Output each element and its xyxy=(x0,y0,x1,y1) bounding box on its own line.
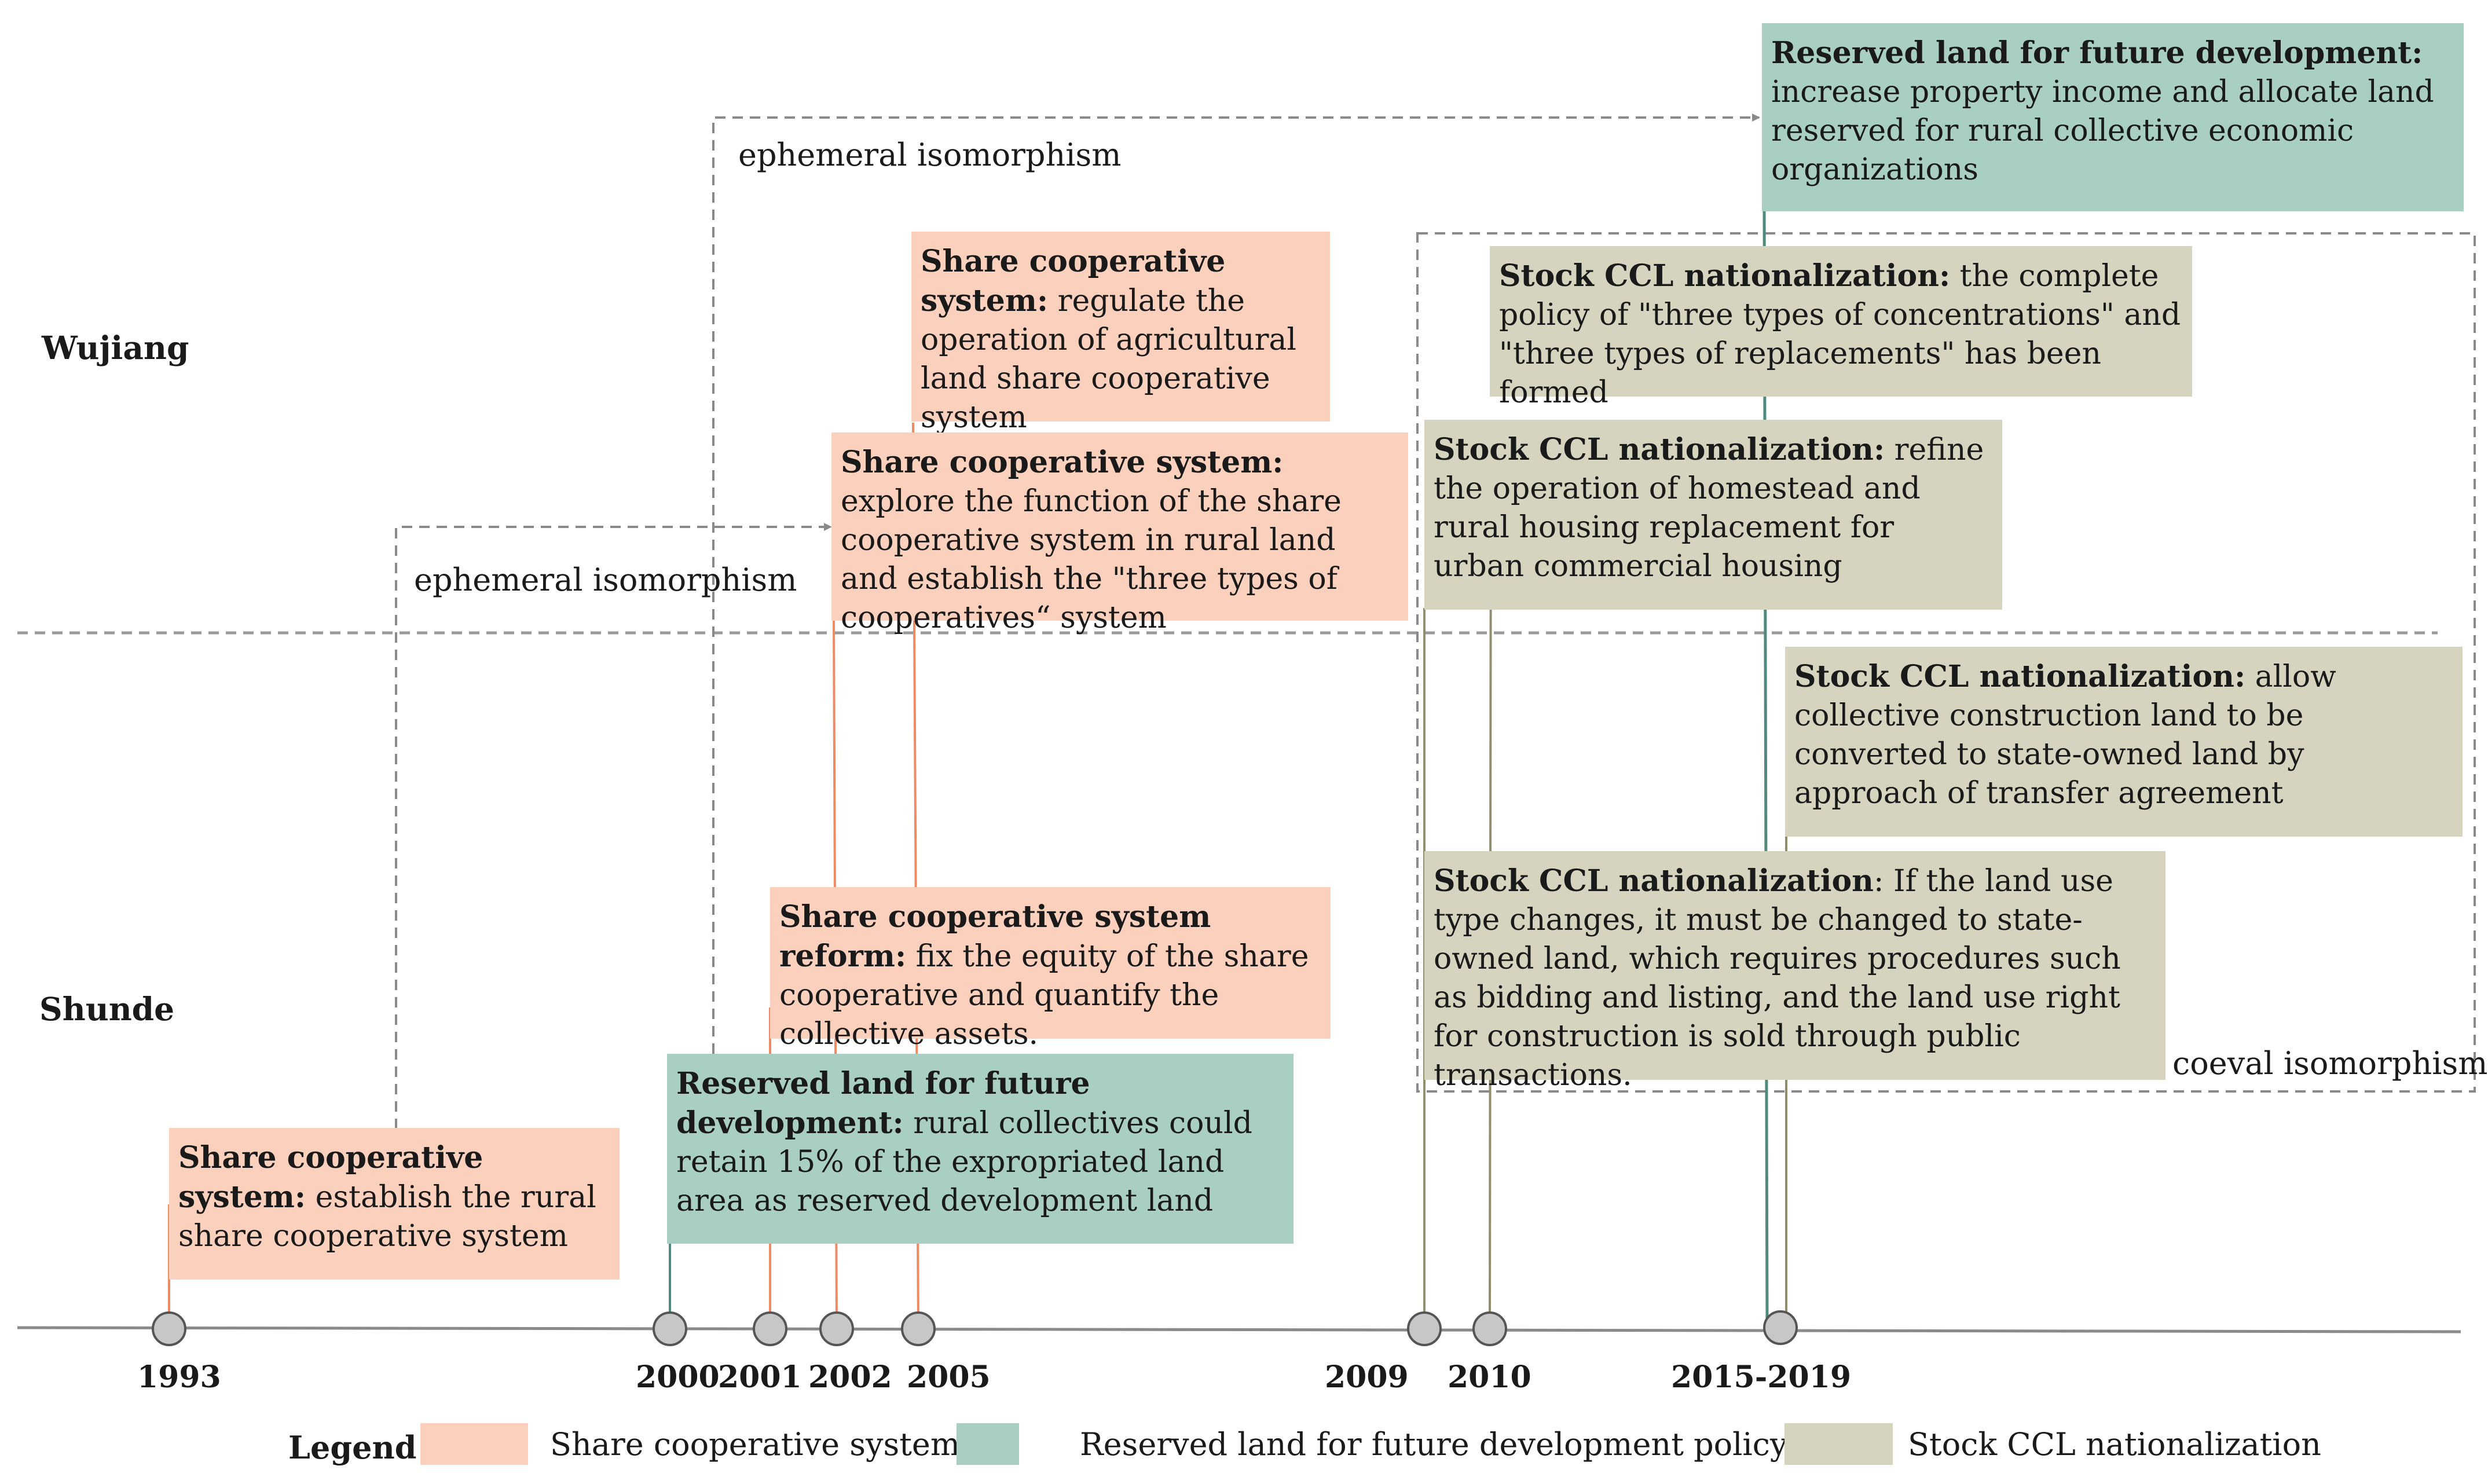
share-coop-wujiang-2002-box: Share cooperative system: explore the fu… xyxy=(831,433,1408,635)
box-title: Stock CCL nationalization xyxy=(1434,863,1874,899)
box-title: Share cooperative system reform: xyxy=(779,899,1211,974)
stock-ccl-wujiang-2009-box: Stock CCL nationalization: refine the op… xyxy=(1424,420,2002,610)
year-label-2002: 2002 xyxy=(808,1360,892,1395)
reserved-land-shunde-2000-box: Reserved land for future development: ru… xyxy=(667,1054,1294,1244)
year-label-2015-2019: 2015-2019 xyxy=(1671,1360,1852,1395)
legend-label-share: Share cooperative system xyxy=(550,1426,961,1463)
box-title: Share cooperative system: xyxy=(178,1140,483,1215)
box-text: allow collective construction land to be… xyxy=(1794,659,2336,811)
legend-label-reserved: Reserved land for future development pol… xyxy=(1080,1426,1788,1463)
legend-label-stock: Stock CCL nationalization xyxy=(1908,1426,2321,1463)
legend-swatch-share xyxy=(420,1423,528,1465)
coeval-label: coeval isomorphism xyxy=(2172,1045,2488,1082)
legend-swatch-reserved xyxy=(957,1423,1019,1465)
stock-ccl-wujiang-2010-box: Stock CCL nationalization: the complete … xyxy=(1490,246,2192,410)
ephemeral-arrow-mid xyxy=(395,523,832,1129)
node-2001 xyxy=(753,1311,787,1346)
ephemeral-arrow-top xyxy=(712,113,1760,1089)
year-label-2000: 2000 xyxy=(636,1360,720,1395)
share-coop-shunde-1993-box: Share cooperative system: establish the … xyxy=(169,1128,620,1280)
box-text: : If the land use type changes, it must … xyxy=(1434,864,2121,1093)
box-text: explore the function of the share cooper… xyxy=(841,484,1342,635)
box-title: Reserved land for future development: xyxy=(1771,35,2423,71)
stock-ccl-shunde-2009-box: Stock CCL nationalization: If the land u… xyxy=(1424,851,2165,1093)
node-2009 xyxy=(1407,1311,1442,1346)
node-2002 xyxy=(819,1311,854,1346)
share-coop-wujiang-2005-box: Share cooperative system: regulate the o… xyxy=(911,232,1330,435)
legend-title: Legend xyxy=(288,1429,417,1466)
box-title: Share cooperative system: xyxy=(921,244,1226,318)
legend-swatch-stock xyxy=(1785,1423,1893,1465)
node-2005 xyxy=(901,1311,936,1346)
year-label-2009: 2009 xyxy=(1325,1360,1409,1395)
box-title: Stock CCL nationalization: xyxy=(1499,258,1951,294)
ephemeral-label-top: ephemeral isomorphism xyxy=(738,137,1122,173)
node-2010 xyxy=(1472,1311,1507,1346)
box-title: Stock CCL nationalization: xyxy=(1794,659,2246,694)
year-label-1993: 1993 xyxy=(137,1360,221,1395)
year-label-2010: 2010 xyxy=(1448,1360,1531,1395)
box-title: Share cooperative system: xyxy=(841,445,1284,480)
stock-ccl-shunde-2015-box: Stock CCL nationalization: allow collect… xyxy=(1785,647,2463,837)
coeval-frame xyxy=(1416,232,2476,1093)
year-label-2001: 2001 xyxy=(718,1360,802,1395)
timeline-nodes xyxy=(152,1310,1798,1346)
reserved-land-wujiang-box: Reserved land for future development: in… xyxy=(1762,23,2464,211)
box-title: Stock CCL nationalization: xyxy=(1434,432,1885,467)
node-2015-2019 xyxy=(1763,1310,1798,1345)
box-text: refine the operation of homestead and ru… xyxy=(1434,433,1984,584)
node-2000 xyxy=(653,1311,687,1346)
region-shunde: Shunde xyxy=(39,990,175,1028)
box-title: Reserved land for future development: xyxy=(676,1066,1090,1141)
box-text: rural collectives could retain 15% of th… xyxy=(676,1106,1252,1218)
box-text: fix the equity of the share cooperative … xyxy=(779,939,1309,1051)
year-label-2005: 2005 xyxy=(907,1360,991,1395)
share-reform-shunde-2001-box: Share cooperative system reform: fix the… xyxy=(770,887,1331,1051)
box-text: increase property income and allocate la… xyxy=(1771,75,2434,187)
box-text: the complete policy of "three types of c… xyxy=(1499,259,2181,410)
timeline-axis xyxy=(17,1326,2461,1333)
ephemeral-label-mid: ephemeral isomorphism xyxy=(414,562,797,598)
box-text: establish the rural share cooperative sy… xyxy=(178,1180,596,1254)
box-text: regulate the operation of agricultural l… xyxy=(921,284,1297,435)
region-wujiang: Wujiang xyxy=(42,329,189,367)
node-1993 xyxy=(152,1311,186,1346)
